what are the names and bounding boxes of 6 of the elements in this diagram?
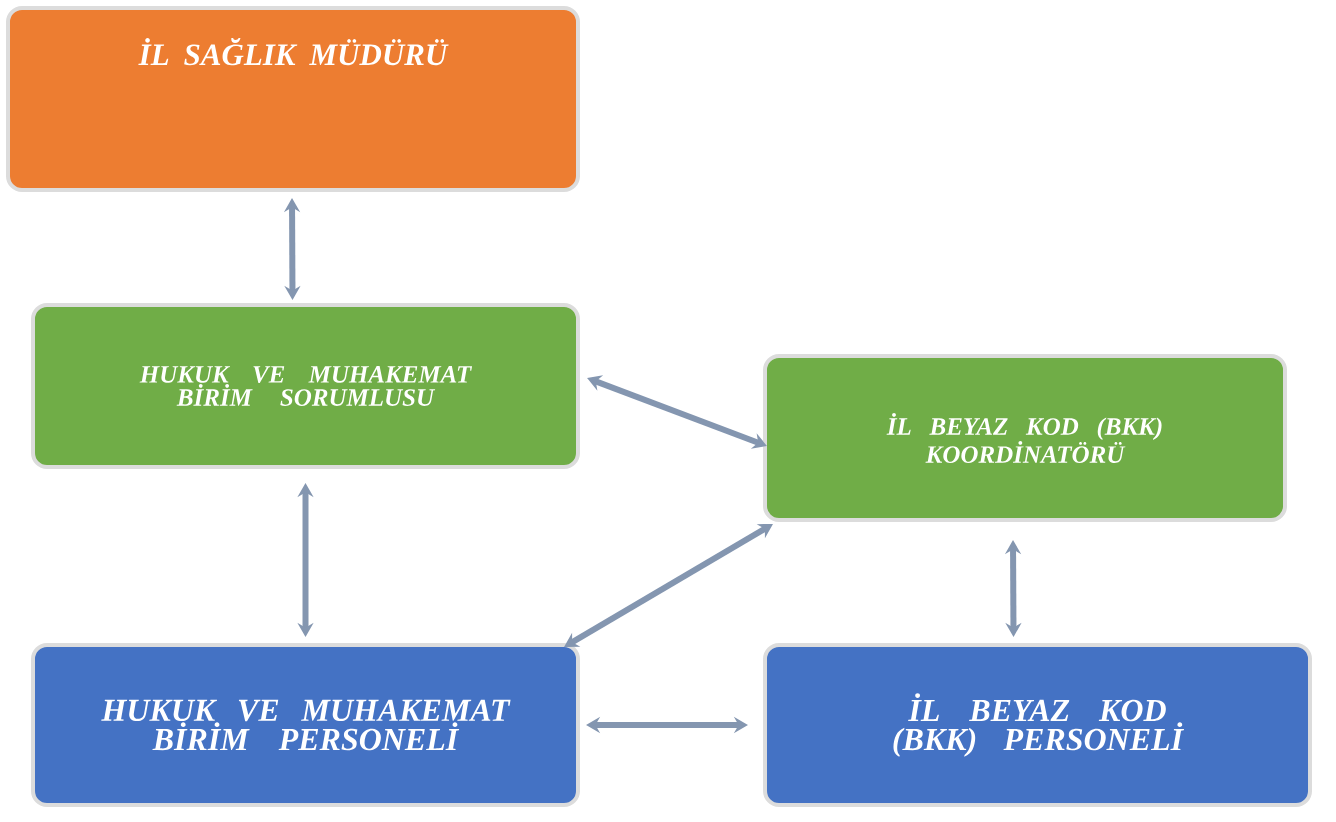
coordinator-box: HUKUK VE MUHAKEMAT BİRİM SORUMLUSU bbox=[31, 303, 580, 469]
staff-box: HUKUK VE MUHAKEMAT BİRİM PERSONELİ bbox=[31, 643, 580, 807]
director-box: İL SAĞLIK MÜDÜRÜ bbox=[6, 6, 580, 192]
coordinator-box: İL BEYAZ KOD (BKK) KOORDİNATÖRÜ bbox=[763, 354, 1287, 522]
arrow bbox=[564, 524, 773, 647]
staff-box: İL BEYAZ KOD (BKK) PERSONELİ bbox=[763, 643, 1312, 807]
